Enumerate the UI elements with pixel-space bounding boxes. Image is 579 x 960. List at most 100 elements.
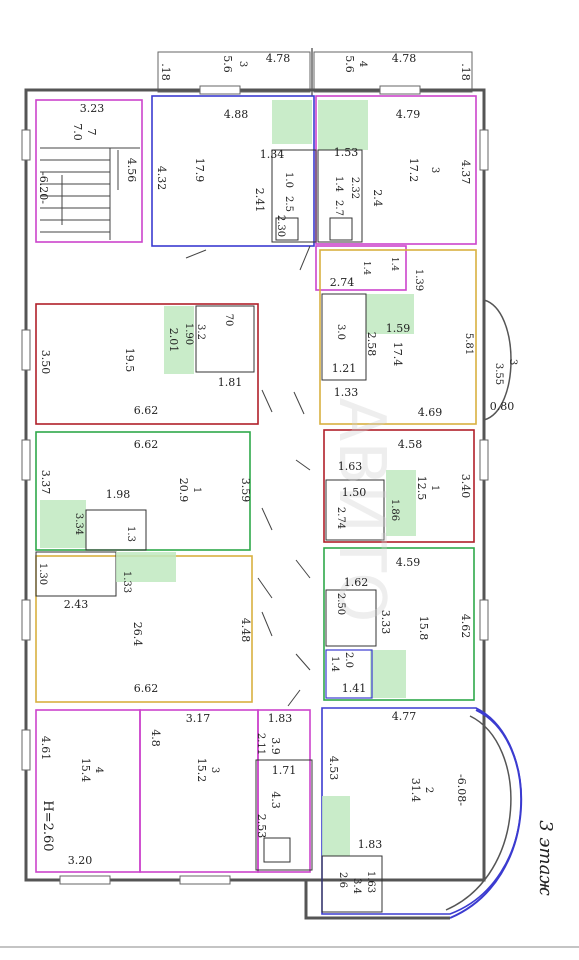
svg-text:4.61: 4.61 — [39, 736, 52, 761]
svg-text:4.48: 4.48 — [239, 618, 252, 643]
svg-text:1.4: 1.4 — [389, 257, 399, 272]
svg-text:1.3: 1.3 — [125, 526, 136, 542]
floor-label: 3 этаж — [535, 820, 556, 896]
ceiling-height: H=2.60 — [40, 800, 55, 851]
svg-text:3: 3 — [429, 167, 440, 173]
svg-text:2.7: 2.7 — [333, 200, 344, 216]
svg-text:4.3: 4.3 — [269, 791, 282, 809]
svg-text:17.9: 17.9 — [193, 158, 206, 183]
watermark: АВИТО — [324, 397, 398, 622]
svg-text:1: 1 — [429, 485, 440, 491]
svg-text:1: 1 — [191, 487, 202, 493]
room-right-1 — [319, 249, 477, 425]
svg-text:31.4: 31.4 — [409, 778, 422, 803]
svg-text:5.6: 5.6 — [343, 55, 356, 73]
svg-text:1.33: 1.33 — [121, 571, 132, 593]
svg-text:3.59: 3.59 — [239, 478, 252, 503]
svg-text:3: 3 — [209, 767, 220, 773]
svg-text:6.62: 6.62 — [134, 404, 159, 417]
svg-text:2.43: 2.43 — [64, 598, 89, 611]
svg-text:6.62: 6.62 — [134, 682, 159, 695]
svg-text:2.32: 2.32 — [349, 177, 360, 199]
svg-text:1.81: 1.81 — [218, 376, 243, 389]
svg-text:1.50: 1.50 — [342, 486, 367, 499]
svg-text:2.5: 2.5 — [283, 196, 294, 212]
stair-level: -6.20- — [37, 172, 50, 204]
svg-text:2.11: 2.11 — [255, 733, 266, 755]
stair-area: 7.0 — [71, 123, 84, 141]
svg-text:1.39: 1.39 — [413, 269, 424, 291]
room-round — [321, 707, 522, 915]
stairwell — [35, 99, 143, 243]
svg-text:4: 4 — [357, 61, 368, 67]
svg-text:1.4: 1.4 — [361, 261, 371, 276]
svg-text:2.6: 2.6 — [337, 872, 348, 888]
svg-text:2: 2 — [423, 787, 434, 793]
svg-text:1.4: 1.4 — [333, 176, 344, 192]
svg-text:2.30: 2.30 — [275, 215, 286, 237]
svg-text:1.34: 1.34 — [260, 148, 285, 161]
bay-side: 5.81 — [463, 333, 474, 355]
svg-text:4.8: 4.8 — [149, 729, 162, 747]
bay-area: 3.55 — [493, 363, 504, 385]
svg-text:4.53: 4.53 — [327, 756, 340, 781]
balcony-right-width: 4.78 — [392, 52, 417, 65]
svg-text:3.0: 3.0 — [335, 324, 346, 340]
svg-text:19.5: 19.5 — [123, 348, 136, 373]
svg-text:3: 3 — [237, 61, 248, 67]
svg-text:4.37: 4.37 — [459, 160, 472, 185]
svg-text:-6.08-: -6.08- — [455, 774, 468, 806]
svg-text:4.79: 4.79 — [396, 108, 421, 121]
svg-text:2.4: 2.4 — [371, 189, 384, 207]
svg-text:1.90: 1.90 — [183, 323, 194, 345]
room-left-2 — [35, 303, 259, 425]
svg-text:17.2: 17.2 — [407, 158, 420, 183]
svg-text:20.9: 20.9 — [177, 478, 190, 503]
svg-text:4.88: 4.88 — [224, 108, 249, 121]
svg-text:4.58: 4.58 — [398, 438, 423, 451]
svg-text:3.34: 3.34 — [73, 513, 84, 535]
svg-text:70: 70 — [223, 314, 234, 327]
svg-text:6.62: 6.62 — [134, 438, 159, 451]
svg-text:1.59: 1.59 — [386, 322, 411, 335]
svg-text:4.69: 4.69 — [418, 406, 443, 419]
svg-text:2.58: 2.58 — [365, 332, 378, 357]
svg-text:5.6: 5.6 — [221, 55, 234, 73]
svg-text:3.20: 3.20 — [68, 854, 93, 867]
svg-text:1.98: 1.98 — [106, 488, 131, 501]
svg-text:17.4: 17.4 — [391, 342, 404, 367]
svg-text:2.50: 2.50 — [335, 593, 346, 615]
svg-text:1.86: 1.86 — [389, 499, 400, 521]
svg-text:1.62: 1.62 — [344, 576, 369, 589]
windows — [21, 85, 489, 885]
stair-run: 4.56 — [125, 158, 138, 183]
svg-text:26.4: 26.4 — [131, 622, 144, 647]
svg-text:1.83: 1.83 — [268, 712, 293, 725]
svg-text:2.01: 2.01 — [167, 328, 180, 353]
svg-text:3.2: 3.2 — [195, 324, 206, 340]
svg-text:1.71: 1.71 — [272, 764, 297, 777]
svg-text:3.50: 3.50 — [39, 350, 52, 375]
svg-text:1.33: 1.33 — [334, 386, 359, 399]
stair-steps — [40, 147, 140, 240]
svg-text:2.74: 2.74 — [330, 276, 355, 289]
room-right-3 — [323, 547, 475, 701]
svg-text:3.4: 3.4 — [351, 878, 362, 894]
svg-text:4.59: 4.59 — [396, 556, 421, 569]
svg-text:1.53: 1.53 — [334, 146, 359, 159]
svg-text:1.63: 1.63 — [338, 460, 363, 473]
svg-text:1.30: 1.30 — [37, 563, 48, 585]
svg-text:4: 4 — [93, 767, 104, 773]
svg-text:12.5: 12.5 — [415, 476, 428, 501]
svg-text:4.77: 4.77 — [392, 710, 417, 723]
svg-text:15.8: 15.8 — [417, 616, 430, 641]
svg-text:2.41: 2.41 — [253, 188, 266, 213]
svg-text:15.4: 15.4 — [79, 758, 92, 783]
svg-text:1.4: 1.4 — [329, 656, 340, 672]
svg-text:1.21: 1.21 — [332, 362, 357, 375]
stair-width: 3.23 — [80, 102, 105, 115]
svg-text:1.0: 1.0 — [283, 172, 294, 188]
balcony-right-side: .18 — [459, 63, 472, 81]
svg-text:1.63: 1.63 — [365, 871, 376, 893]
